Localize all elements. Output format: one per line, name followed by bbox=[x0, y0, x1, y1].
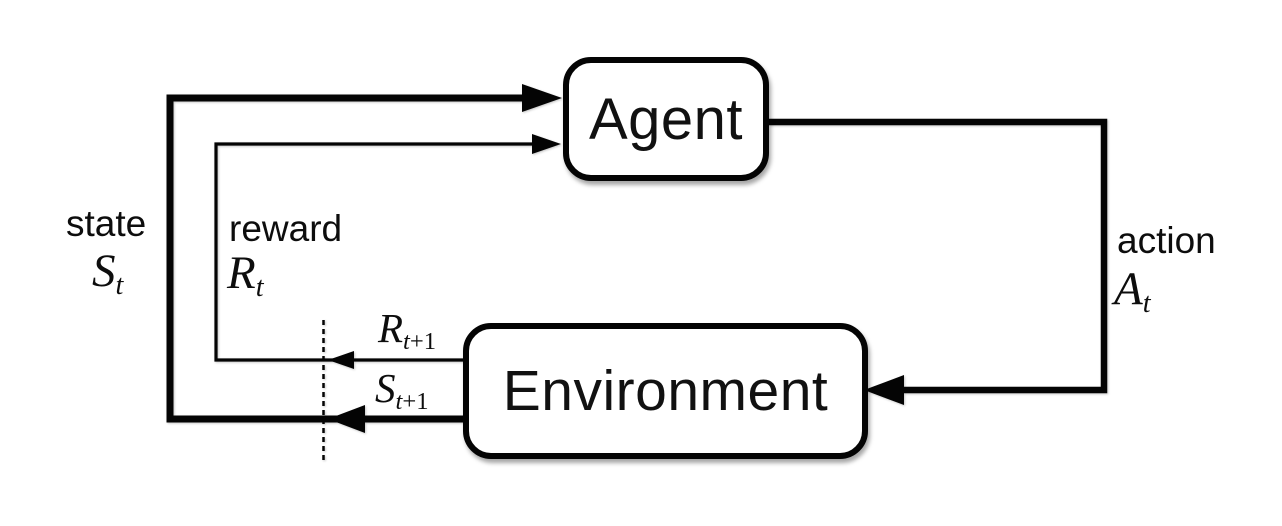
agent-node: Agent bbox=[563, 57, 769, 181]
reward-symbol: Rt bbox=[227, 250, 264, 302]
state-word-label: state bbox=[66, 203, 147, 244]
state-symbol-base: S bbox=[92, 245, 116, 297]
action-word-label: action bbox=[1117, 220, 1216, 261]
state-symbol: St bbox=[92, 248, 123, 300]
reward-symbol-base: R bbox=[227, 247, 256, 299]
reward-arrowhead-at-boundary bbox=[328, 351, 354, 369]
next-state-subscript-var: t bbox=[395, 387, 403, 415]
state-flow-line bbox=[166, 94, 524, 423]
reward-symbol-subscript: t bbox=[255, 271, 264, 303]
next-state-subscript-offset: +1 bbox=[402, 387, 429, 415]
state-arrowhead-at-boundary bbox=[328, 405, 365, 433]
action-symbol-base: A bbox=[1114, 263, 1143, 315]
environment-label: Environment bbox=[502, 359, 829, 423]
action-symbol-subscript: t bbox=[1142, 287, 1151, 319]
environment-node: Environment bbox=[463, 323, 868, 459]
next-reward-subscript-offset: +1 bbox=[409, 327, 437, 355]
agent-label: Agent bbox=[588, 86, 744, 152]
reward-arrowhead-into-agent bbox=[532, 134, 561, 154]
state-symbol-subscript: t bbox=[115, 269, 124, 301]
reward-word-label: reward bbox=[229, 208, 343, 249]
action-flow-line bbox=[769, 118, 1108, 394]
next-state-symbol-base: S bbox=[375, 365, 396, 411]
next-state-symbol: St+1 bbox=[375, 368, 429, 414]
action-symbol: At bbox=[1114, 266, 1151, 318]
action-arrowhead-into-environment bbox=[864, 375, 904, 405]
next-reward-subscript-var: t bbox=[403, 327, 410, 355]
next-reward-symbol: Rt+1 bbox=[378, 308, 436, 354]
next-reward-symbol-base: R bbox=[378, 305, 404, 351]
state-arrowhead-into-agent bbox=[522, 84, 562, 112]
